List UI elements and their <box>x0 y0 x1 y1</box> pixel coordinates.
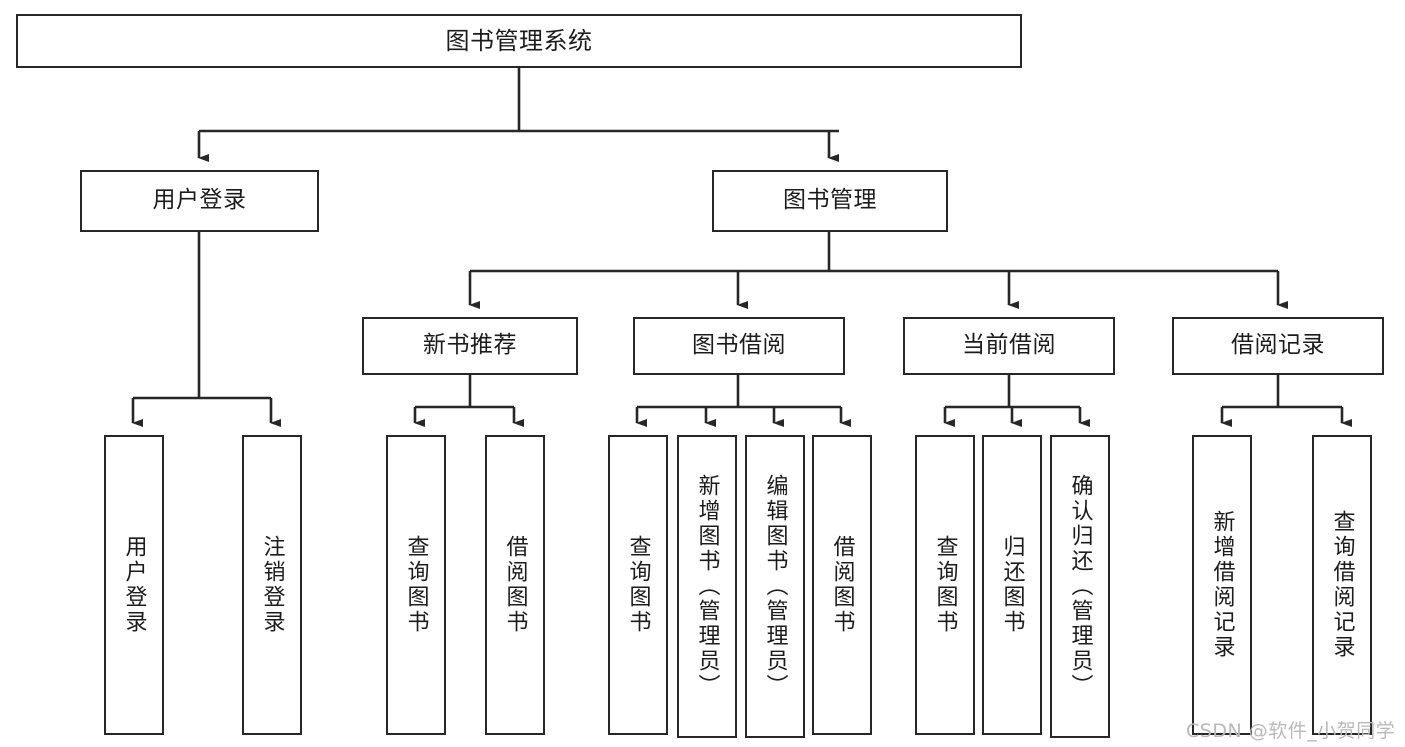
leaf-query-book-3[interactable]: 查询图书 <box>915 435 975 735</box>
node-borrow-record-label: 借阅记录 <box>1231 332 1325 359</box>
leaf-add-book-label: 新增图书（管理员） <box>694 474 720 699</box>
leaf-query-book-2-label: 查询图书 <box>625 535 651 635</box>
node-current-borrow[interactable]: 当前借阅 <box>903 317 1115 375</box>
node-user-login-label: 用户登录 <box>152 187 247 214</box>
leaf-query-record-label: 查询借阅记录 <box>1329 510 1355 660</box>
leaf-user-login-label: 用户登录 <box>121 535 147 635</box>
node-new-book-recommend[interactable]: 新书推荐 <box>362 317 578 375</box>
leaf-user-login[interactable]: 用户登录 <box>104 435 164 735</box>
node-new-book-recommend-label: 新书推荐 <box>423 332 517 359</box>
leaf-return-book[interactable]: 归还图书 <box>982 435 1042 735</box>
node-book-manage[interactable]: 图书管理 <box>712 170 948 232</box>
node-root[interactable]: 图书管理系统 <box>16 14 1022 68</box>
leaf-add-book[interactable]: 新增图书（管理员） <box>677 435 737 738</box>
leaf-confirm-return-label: 确认归还（管理员） <box>1067 474 1093 699</box>
node-user-login[interactable]: 用户登录 <box>80 170 319 232</box>
leaf-logout-login-label: 注销登录 <box>259 535 285 635</box>
node-current-borrow-label: 当前借阅 <box>962 332 1056 359</box>
leaf-query-record[interactable]: 查询借阅记录 <box>1312 435 1372 735</box>
leaf-return-book-label: 归还图书 <box>999 535 1025 635</box>
leaf-confirm-return[interactable]: 确认归还（管理员） <box>1050 435 1110 738</box>
csdn-watermark: CSDN @软件_小贺同学 <box>1186 720 1396 742</box>
leaf-logout-login[interactable]: 注销登录 <box>242 435 302 735</box>
leaf-add-record-label: 新增借阅记录 <box>1209 510 1235 660</box>
leaf-borrow-book-2-label: 借阅图书 <box>829 535 855 635</box>
leaf-query-book-1-label: 查询图书 <box>403 535 429 635</box>
node-root-label: 图书管理系统 <box>445 26 593 55</box>
node-borrow-record[interactable]: 借阅记录 <box>1172 317 1384 375</box>
node-book-manage-label: 图书管理 <box>783 187 877 214</box>
leaf-add-record[interactable]: 新增借阅记录 <box>1192 435 1252 735</box>
leaf-edit-book-label: 编辑图书（管理员） <box>762 474 788 699</box>
leaf-query-book-3-label: 查询图书 <box>932 535 958 635</box>
leaf-query-book-2[interactable]: 查询图书 <box>608 435 668 735</box>
node-book-borrow[interactable]: 图书借阅 <box>633 317 845 375</box>
leaf-query-book-1[interactable]: 查询图书 <box>386 435 446 735</box>
leaf-borrow-book-2[interactable]: 借阅图书 <box>812 435 872 735</box>
leaf-borrow-book-1[interactable]: 借阅图书 <box>485 435 545 735</box>
leaf-borrow-book-1-label: 借阅图书 <box>502 535 528 635</box>
node-book-borrow-label: 图书借阅 <box>692 332 786 359</box>
leaf-edit-book[interactable]: 编辑图书（管理员） <box>745 435 805 738</box>
